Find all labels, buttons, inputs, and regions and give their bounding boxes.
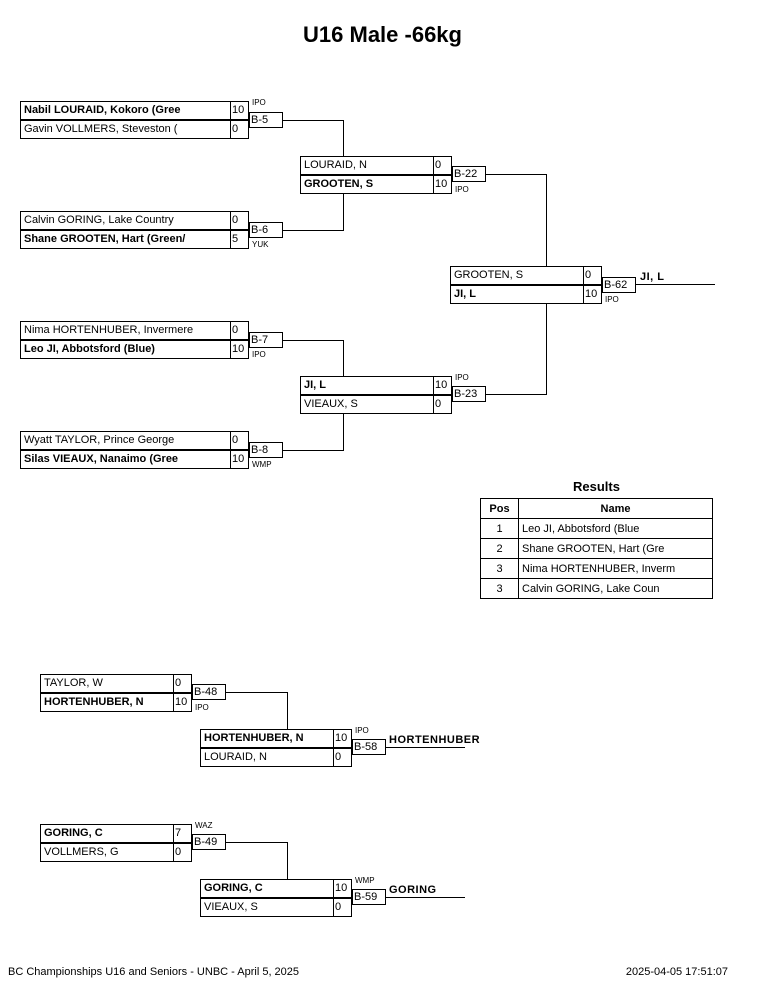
score-box: 10 — [230, 340, 249, 359]
competitor-slot: HORTENHUBER, N — [40, 693, 174, 712]
competitor-slot: Calvin GORING, Lake Country — [20, 211, 231, 230]
competitor-slot: JI, L — [450, 285, 584, 304]
score-box: 10 — [333, 729, 352, 748]
score-box: 10 — [433, 376, 452, 395]
competitor-slot: VIEAUX, S — [300, 395, 434, 414]
results-table: Pos Name 1 Leo JI, Abbotsford (Blue 2 Sh… — [480, 498, 713, 599]
column-header: Name — [518, 498, 713, 519]
table-row: 2 Shane GROOTEN, Hart (Gre — [480, 538, 713, 559]
win-type-tag: WMP — [252, 460, 272, 469]
competitor-slot: Silas VIEAUX, Nanaimo (Gree — [20, 450, 231, 469]
win-type-tag: IPO — [252, 350, 266, 359]
win-type-tag: IPO — [455, 185, 469, 194]
competitor-slot: GORING, C — [40, 824, 174, 843]
win-type-tag: YUK — [252, 240, 269, 249]
win-type-tag: WMP — [355, 876, 375, 885]
competitor-slot: VOLLMERS, G — [40, 843, 174, 862]
bronze-winner-name: HORTENHUBER — [389, 734, 481, 746]
win-type-tag: IPO — [605, 295, 619, 304]
competitor-slot: TAYLOR, W — [40, 674, 174, 693]
bout-number: B-23 — [452, 386, 486, 402]
win-type-tag: IPO — [195, 703, 209, 712]
competitor-slot: Leo JI, Abbotsford (Blue) — [20, 340, 231, 359]
score-box: 0 — [230, 211, 249, 230]
score-box: 10 — [173, 693, 192, 712]
table-row: 3 Nima HORTENHUBER, Inverm — [480, 558, 713, 579]
bout-number: B-8 — [249, 442, 283, 458]
name-cell: Shane GROOTEN, Hart (Gre — [518, 538, 713, 559]
competitor-slot: Nabil LOURAID, Kokoro (Gree — [20, 101, 231, 120]
column-header: Pos — [480, 498, 519, 519]
bout-number: B-62 — [602, 277, 636, 293]
name-cell: Calvin GORING, Lake Coun — [518, 578, 713, 599]
score-box: 10 — [583, 285, 602, 304]
position-cell: 3 — [480, 558, 519, 579]
score-box: 0 — [173, 843, 192, 862]
win-type-tag: IPO — [355, 726, 369, 735]
score-box: 0 — [433, 395, 452, 414]
score-box: 0 — [230, 120, 249, 139]
table-row: 1 Leo JI, Abbotsford (Blue — [480, 518, 713, 539]
score-box: 10 — [433, 175, 452, 194]
bronze-winner-name: GORING — [389, 884, 437, 896]
footer-timestamp: 2025-04-05 17:51:07 — [625, 966, 728, 978]
competitor-slot: LOURAID, N — [200, 748, 334, 767]
table-row: 3 Calvin GORING, Lake Coun — [480, 578, 713, 599]
competitor-slot: Gavin VOLLMERS, Steveston ( — [20, 120, 231, 139]
name-cell: Leo JI, Abbotsford (Blue — [518, 518, 713, 539]
results-title: Results — [573, 479, 620, 494]
bout-number: B-6 — [249, 222, 283, 238]
table-header-row: Pos Name — [480, 498, 713, 519]
bout-number: B-59 — [352, 889, 386, 905]
bout-number: B-48 — [192, 684, 226, 700]
page-title: U16 Male -66kg — [303, 22, 462, 47]
score-box: 0 — [583, 266, 602, 285]
competitor-slot: GROOTEN, S — [300, 175, 434, 194]
competitor-slot: VIEAUX, S — [200, 898, 334, 917]
competitor-slot: GROOTEN, S — [450, 266, 584, 285]
bout-number: B-58 — [352, 739, 386, 755]
footer-event: BC Championships U16 and Seniors - UNBC … — [8, 966, 300, 978]
position-cell: 3 — [480, 578, 519, 599]
score-box: 0 — [433, 156, 452, 175]
win-type-tag: IPO — [455, 373, 469, 382]
competitor-slot: HORTENHUBER, N — [200, 729, 334, 748]
competitor-slot: JI, L — [300, 376, 434, 395]
score-box: 10 — [333, 879, 352, 898]
competitor-slot: Shane GROOTEN, Hart (Green/ — [20, 230, 231, 249]
competitor-slot: Nima HORTENHUBER, Invermere — [20, 321, 231, 340]
score-box: 7 — [173, 824, 192, 843]
bout-number: B-5 — [249, 112, 283, 128]
score-box: 5 — [230, 230, 249, 249]
score-box: 0 — [230, 321, 249, 340]
position-cell: 1 — [480, 518, 519, 539]
score-box: 0 — [333, 898, 352, 917]
score-box: 0 — [230, 431, 249, 450]
score-box: 0 — [173, 674, 192, 693]
competitor-slot: GORING, C — [200, 879, 334, 898]
score-box: 0 — [333, 748, 352, 767]
champion-name: JI, L — [640, 271, 665, 283]
bout-number: B-22 — [452, 166, 486, 182]
win-type-tag: WAZ — [195, 821, 213, 830]
win-type-tag: IPO — [252, 98, 266, 107]
competitor-slot: LOURAID, N — [300, 156, 434, 175]
competitor-slot: Wyatt TAYLOR, Prince George — [20, 431, 231, 450]
bout-number: B-49 — [192, 834, 226, 850]
bout-number: B-7 — [249, 332, 283, 348]
score-box: 10 — [230, 101, 249, 120]
position-cell: 2 — [480, 538, 519, 559]
name-cell: Nima HORTENHUBER, Inverm — [518, 558, 713, 579]
score-box: 10 — [230, 450, 249, 469]
